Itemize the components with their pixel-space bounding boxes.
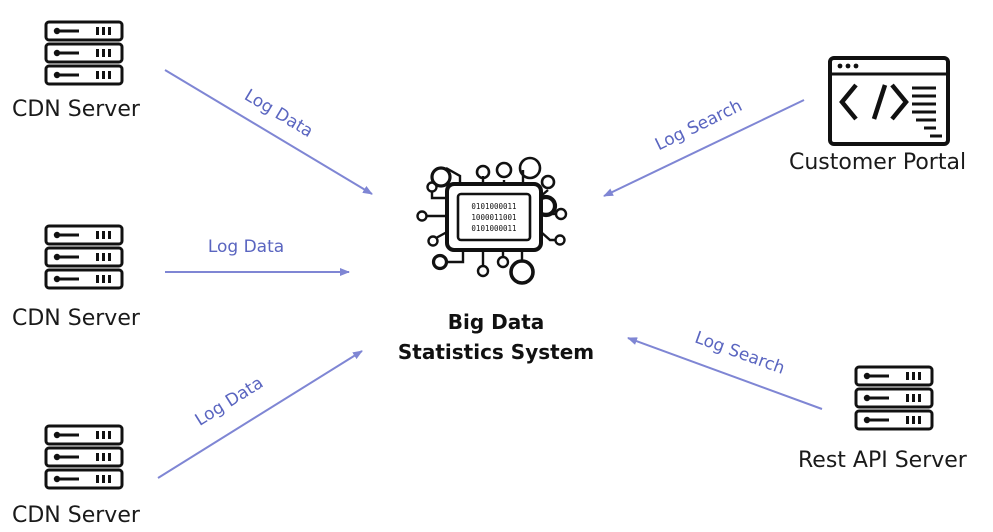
edge-label-log-search-top: Log Search <box>652 96 745 155</box>
chip-bits-line: 1000011001 <box>471 213 516 222</box>
edge-label-log-data-bottom: Log Data <box>192 373 267 430</box>
edge-label-log-search-bottom: Log Search <box>692 328 787 379</box>
edge-arrow <box>603 99 805 197</box>
server-icon <box>44 20 124 86</box>
chip-icon: 0101000011 1000011001 0101000011 <box>416 156 568 285</box>
center-label-line: Statistics System <box>397 340 595 364</box>
edge-arrow <box>164 69 373 195</box>
node-label-cdn-server-bottom: CDN Server <box>12 503 140 528</box>
chip-bits-line: 0101000011 <box>471 202 516 211</box>
server-icon <box>44 224 124 290</box>
server-icon <box>44 424 124 490</box>
node-label-cdn-server-top: CDN Server <box>12 97 140 122</box>
edge-arrow <box>627 337 823 410</box>
node-label-rest-api-server: Rest API Server <box>798 448 967 473</box>
edge-arrow <box>157 350 363 479</box>
edge-label-log-data-top: Log Data <box>241 85 317 141</box>
code-window-icon <box>828 56 950 146</box>
edge-label-log-data-middle: Log Data <box>208 237 284 257</box>
node-label-cdn-server-middle: CDN Server <box>12 306 140 331</box>
node-label-big-data-statistics-system: Big Data Statistics System <box>376 307 616 367</box>
node-label-customer-portal: Customer Portal <box>789 150 967 175</box>
server-icon <box>854 365 934 431</box>
chip-bits-line: 0101000011 <box>471 224 516 233</box>
center-label-line: Big Data <box>447 310 545 334</box>
